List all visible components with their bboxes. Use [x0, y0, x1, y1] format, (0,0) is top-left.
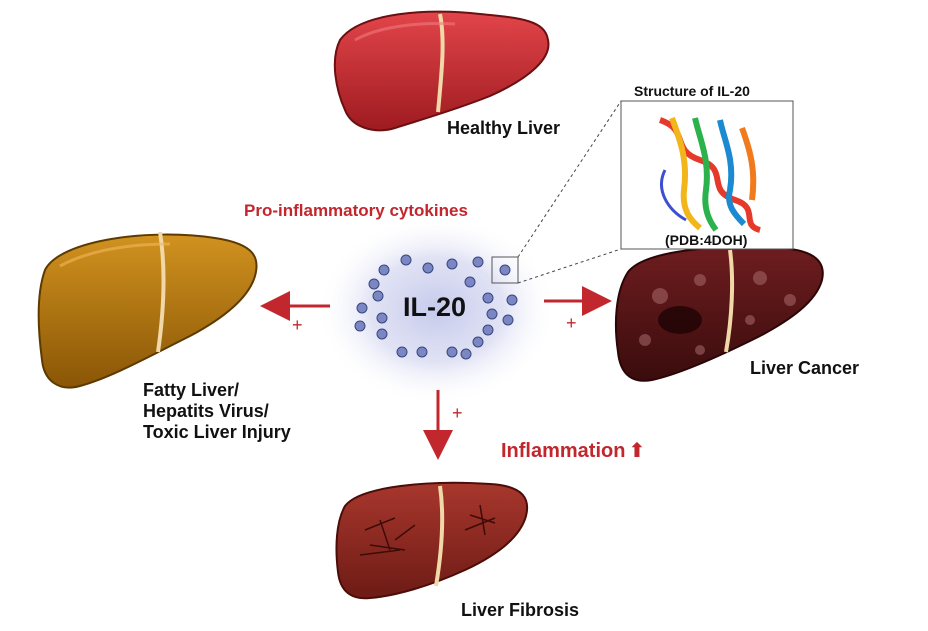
- zoom-box: [491, 256, 519, 284]
- plus-right: +: [566, 313, 577, 333]
- fibrosis-liver-image: [335, 481, 529, 600]
- inflammation-label: Inflammation⬆: [501, 440, 645, 462]
- structure-pdb: (PDB:4DOH): [665, 232, 748, 248]
- inflammation-text: Inflammation: [501, 440, 626, 462]
- up-arrow-icon: ⬆: [628, 440, 646, 462]
- healthy-liver-label: Healthy Liver: [447, 118, 561, 138]
- cancer-liver-image: [614, 245, 824, 382]
- cytokine-glow: [317, 215, 557, 405]
- zoom-line-top: [517, 100, 622, 258]
- fatty-liver-label: Fatty Liver/ Hepatits Virus/ Toxic Liver…: [143, 380, 291, 443]
- cytokine-dots: [354, 254, 518, 360]
- protein-structure-image: [658, 116, 762, 233]
- zoom-line-bottom: [517, 248, 622, 284]
- cytokines-label: Pro-inflammatory cytokines: [244, 201, 468, 220]
- il20-label: IL-20: [403, 292, 467, 322]
- structure-title: Structure of IL-20: [634, 83, 750, 99]
- liver-fibrosis-label: Liver Fibrosis: [461, 600, 580, 620]
- healthy-liver-image: [333, 10, 550, 132]
- plus-down: +: [452, 403, 463, 423]
- liver-cancer-label: Liver Cancer: [750, 358, 860, 378]
- fatty-liver-line-2: Hepatits Virus/: [143, 401, 269, 421]
- plus-left: +: [292, 315, 303, 335]
- fatty-liver-line-3: Toxic Liver Injury: [143, 422, 291, 442]
- fatty-liver-line-1: Fatty Liver/: [143, 380, 240, 400]
- fatty-liver-image: [37, 231, 258, 389]
